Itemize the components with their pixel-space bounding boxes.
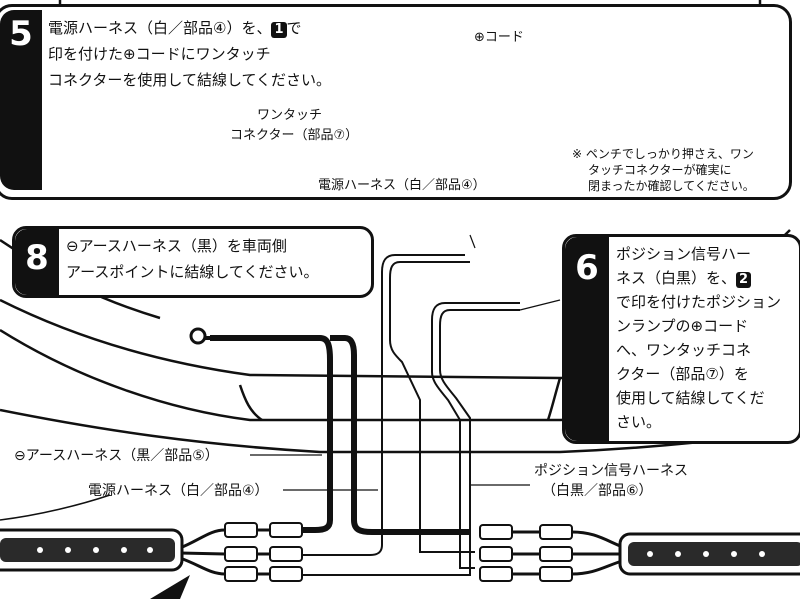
step-6-number-tab	[565, 237, 609, 441]
led-lamp-right	[618, 532, 800, 576]
power-harness-label-top: 電源ハーネス（白／部品④）	[318, 178, 486, 193]
step-5-badge: 1	[271, 22, 287, 38]
ground-ring-terminal	[189, 327, 222, 345]
step-6-line-7: 使用して結線してくだ	[616, 389, 765, 407]
step-5-line-2: 印を付けた⊕コードにワンタッチ	[48, 45, 271, 63]
note-line-1: ※ ペンチでしっかり押さえ、ワン	[572, 147, 754, 161]
step-8-line-2: アースポイントに結線してください。	[66, 263, 319, 281]
one-touch-label-2: コネクター（部品⑦）	[230, 128, 359, 143]
position-harness-white-black	[300, 302, 520, 576]
power-harness-white	[300, 254, 475, 556]
step-8-line-1: ⊖アースハーネス（黒）を車両側	[66, 237, 287, 255]
lamp-wires-left	[179, 528, 270, 576]
pointer-arrow-icon	[150, 575, 190, 599]
step-5-line-1-post: で	[286, 19, 302, 37]
step-5-line-3: コネクターを使用して結線してください。	[48, 71, 332, 89]
step-6-number: 6	[575, 248, 599, 288]
step-6-line-1: ポジション信号ハー	[616, 245, 752, 263]
step-6-line-4: ンランプの⊕コード	[616, 317, 749, 335]
bullet-connectors-left	[224, 522, 303, 582]
position-harness-label-1: ポジション信号ハーネス	[534, 463, 688, 479]
step-8-box	[12, 226, 374, 298]
power-harness-label-bottom: 電源ハーネス（白／部品④）	[88, 483, 269, 499]
step-5-line-1-pre: 電源ハーネス（白／部品④）を、	[48, 19, 272, 37]
step-5-box	[0, 4, 792, 200]
step-6-line-5: へ、ワンタッチコネ	[616, 341, 752, 359]
position-harness-label-2: （白黒／部品⑥）	[542, 483, 653, 499]
step-6-line-8: さい。	[616, 413, 662, 431]
step-8-number-tab	[15, 229, 59, 295]
step-5-number: 5	[9, 14, 33, 54]
step-5-number-tab	[0, 10, 42, 190]
step-8-number: 8	[25, 238, 49, 278]
step-6-line-2-text: ネス（白黒）を、	[616, 269, 737, 287]
ground-harness-black	[210, 335, 470, 535]
step-6-line-2: ネス（白黒）を、2	[616, 266, 752, 290]
note-line-3: 閉まったか確認してください。	[588, 179, 755, 193]
one-touch-label-1: ワンタッチ	[257, 108, 323, 123]
ground-harness-label: ⊖アースハーネス（黒／部品⑤）	[14, 448, 219, 464]
plus-cord-label: ⊕コード	[474, 30, 524, 45]
led-lamp-left	[0, 528, 184, 572]
note-line-2: タッチコネクターが確実に	[588, 163, 732, 177]
step-6-line-6: クター（部品⑦）を	[616, 365, 749, 383]
step-6-badge: 2	[736, 272, 752, 288]
step-6-line-3: で印を付けたポジション	[616, 293, 782, 311]
